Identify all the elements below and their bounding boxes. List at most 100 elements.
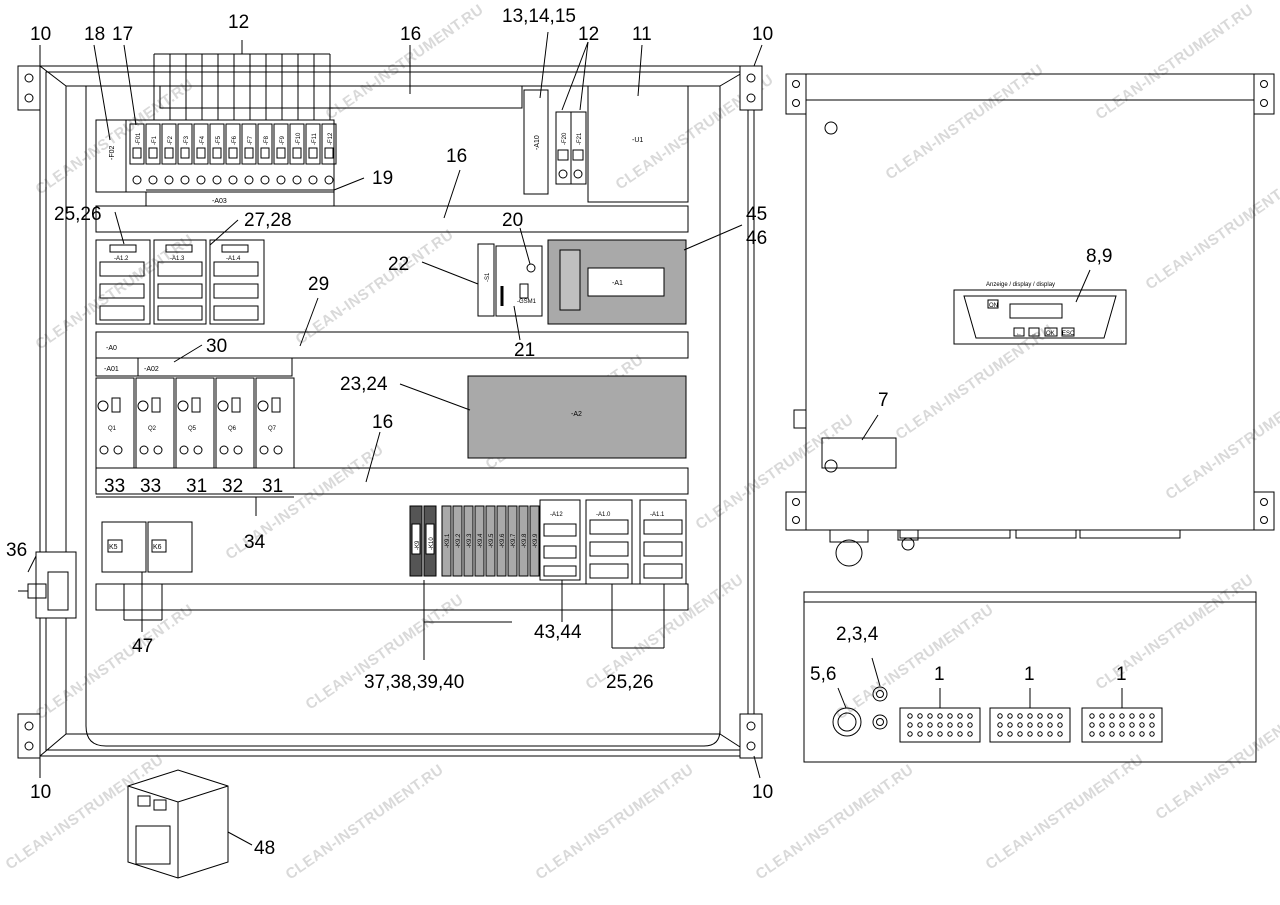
mounting-lug bbox=[17, 65, 41, 111]
callout-31: 31 bbox=[186, 476, 207, 497]
svg-text:-A01: -A01 bbox=[104, 366, 119, 373]
svg-text:-A1.0: -A1.0 bbox=[596, 512, 611, 518]
fuse: -F6 bbox=[225, 123, 241, 185]
watermark: CLEAN-INSTRUMENT.RU bbox=[1143, 171, 1280, 293]
svg-text:-A12: -A12 bbox=[550, 512, 563, 518]
fuse-label: -F8 bbox=[264, 135, 270, 145]
fuse-label: -F11 bbox=[312, 132, 318, 145]
io-module-a12-lower: -A12 bbox=[539, 499, 581, 581]
display-power-button[interactable]: ON bbox=[987, 299, 999, 309]
controller-a1: -A1 bbox=[547, 239, 687, 325]
leader-lines bbox=[27, 31, 1123, 846]
callout-16: 16 bbox=[400, 24, 421, 45]
svg-text:-A1: -A1 bbox=[612, 280, 623, 287]
slim-relay: -K9.8 bbox=[518, 505, 529, 577]
slim-relay-label: -K9.2 bbox=[456, 533, 462, 548]
callout-33: 33 bbox=[140, 476, 161, 497]
contactor-k6: K6 bbox=[147, 521, 193, 573]
connector-plug bbox=[899, 707, 981, 743]
breaker-f20-f21: -F20 -F21 bbox=[555, 111, 587, 185]
svg-text:ON: ON bbox=[989, 303, 998, 309]
cabinet-door bbox=[785, 73, 1275, 567]
display-ok-button[interactable]: OK bbox=[1044, 327, 1058, 337]
callout-20: 20 bbox=[502, 210, 523, 231]
fuse-label: -F7 bbox=[248, 135, 254, 145]
nameplate bbox=[821, 437, 897, 469]
svg-text:-A1.4: -A1.4 bbox=[226, 256, 241, 262]
svg-text:-A1.2: -A1.2 bbox=[114, 256, 129, 262]
svg-text:OK: OK bbox=[1046, 331, 1055, 337]
mounting-rail bbox=[95, 467, 689, 495]
breaker-label: Q7 bbox=[268, 426, 277, 432]
callout-1: 1 bbox=[934, 664, 945, 685]
display-left-button[interactable]: ← bbox=[1013, 327, 1025, 337]
breaker-label: Q6 bbox=[228, 426, 237, 432]
motor-breaker: Q5 bbox=[175, 377, 215, 469]
callout-12: 12 bbox=[578, 24, 599, 45]
watermark: CLEAN-INSTRUMENT.RU bbox=[283, 761, 447, 883]
callout-23-24: 23,24 bbox=[340, 374, 388, 395]
mounting-lug bbox=[17, 713, 41, 759]
mounting-rail bbox=[95, 583, 689, 611]
mounting-rail bbox=[95, 331, 689, 359]
watermark: CLEAN-INSTRUMENT.RU bbox=[533, 761, 697, 883]
gsm-module: -GSM1 bbox=[495, 245, 543, 317]
label-f20: -F20 bbox=[562, 132, 568, 145]
slim-relay-label: -K9.5 bbox=[489, 533, 495, 548]
watermark: CLEAN-INSTRUMENT.RU bbox=[323, 1, 487, 123]
switch-s1: -S1 bbox=[477, 243, 495, 317]
callout-8-9: 8,9 bbox=[1086, 246, 1112, 267]
callout-1: 1 bbox=[1116, 664, 1127, 685]
watermark: CLEAN-INSTRUMENT.RU bbox=[1093, 1, 1257, 123]
callout-10: 10 bbox=[30, 24, 51, 45]
svg-text:-GSM1: -GSM1 bbox=[517, 299, 537, 305]
fuse-label: -F10 bbox=[296, 132, 302, 145]
fuse-label: -F4 bbox=[200, 135, 206, 145]
slim-relay: -K9.5 bbox=[485, 505, 496, 577]
label-f02: -F02 bbox=[109, 146, 116, 161]
slim-relay: -K9.9 bbox=[529, 505, 540, 577]
fuse: -F3 bbox=[177, 123, 193, 185]
terminal-plug-48 bbox=[127, 769, 229, 879]
callout-34: 34 bbox=[244, 532, 266, 553]
watermark: CLEAN-INSTRUMENT.RU bbox=[833, 601, 997, 723]
callout-17: 17 bbox=[112, 24, 133, 45]
watermark: CLEAN-INSTRUMENT.RU bbox=[1163, 381, 1280, 503]
display-panel: Anzeige / display / display ON ← → OK ES… bbox=[953, 282, 1127, 345]
callout-1: 1 bbox=[1024, 664, 1035, 685]
mounting-lug bbox=[1253, 73, 1275, 115]
callout-10: 10 bbox=[30, 782, 51, 803]
svg-text:-A2: -A2 bbox=[571, 411, 582, 418]
relay: -K10 bbox=[423, 505, 437, 577]
cable-gland bbox=[829, 529, 919, 567]
slim-relay: -K9.2 bbox=[452, 505, 463, 577]
callout-22: 22 bbox=[388, 254, 409, 275]
label-a10: -A10 bbox=[534, 135, 541, 150]
svg-text:←: ← bbox=[1016, 331, 1022, 337]
module-a10: -A10 bbox=[523, 89, 549, 195]
callout-37-40: 37,38,39,40 bbox=[364, 672, 464, 693]
display-right-button[interactable]: → bbox=[1028, 327, 1040, 337]
io-module-a13: -A1.3 bbox=[153, 239, 207, 325]
callout-33: 33 bbox=[104, 476, 125, 497]
callout-18: 18 bbox=[84, 24, 105, 45]
watermark: CLEAN-INSTRUMENT.RU bbox=[883, 61, 1047, 183]
label-u1: -U1 bbox=[632, 137, 643, 144]
callout-45: 45 bbox=[746, 204, 767, 225]
callout-43-44: 43,44 bbox=[534, 622, 582, 643]
watermark: CLEAN-INSTRUMENT.RU bbox=[983, 751, 1147, 873]
mounting-rail bbox=[95, 205, 689, 233]
slim-relay-label: -K9.3 bbox=[467, 533, 473, 548]
fuse: -F1 bbox=[145, 123, 161, 185]
callout-25-26: 25,26 bbox=[54, 204, 102, 225]
display-esc-button[interactable]: ESC bbox=[1061, 327, 1075, 337]
callout-11: 11 bbox=[632, 24, 652, 45]
callout-21: 21 bbox=[514, 340, 535, 361]
motor-breaker: Q7 bbox=[255, 377, 295, 469]
cable-duct bbox=[159, 85, 523, 109]
motor-breaker: Q1 bbox=[95, 377, 135, 469]
relay-label: -K10 bbox=[429, 537, 435, 550]
callout-16: 16 bbox=[372, 412, 393, 433]
callout-47: 47 bbox=[132, 636, 153, 657]
callout-16: 16 bbox=[446, 146, 467, 167]
